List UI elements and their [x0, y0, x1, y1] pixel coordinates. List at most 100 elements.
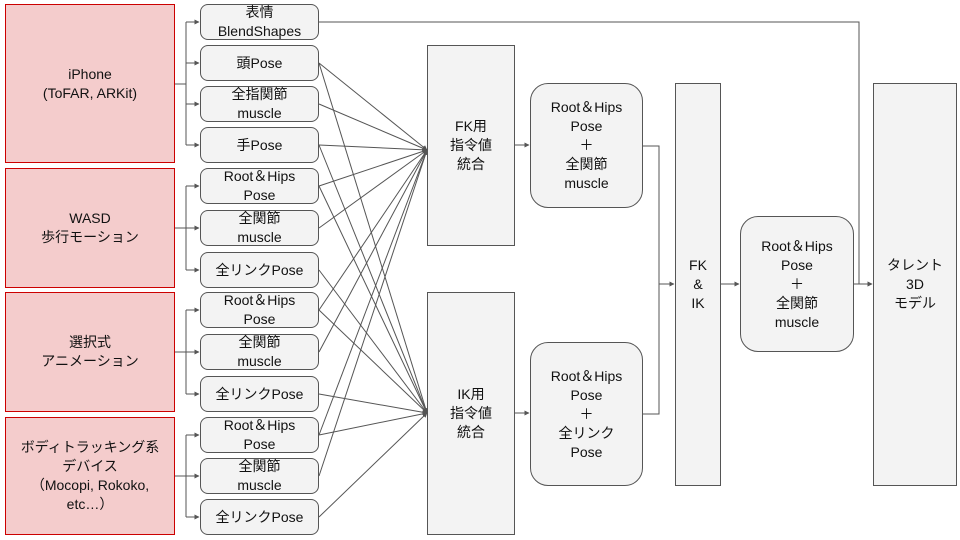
edge-to-fk-2 — [318, 144, 428, 153]
edge-to-fk-1 — [318, 103, 428, 151]
node-finger-muscle-line1: 全指関節 — [231, 86, 288, 102]
node-anim-roothips: Root＆Hips Pose — [200, 292, 319, 328]
source-wasd-line1: WASD — [69, 210, 111, 226]
node-finger-muscle: 全指関節 muscle — [200, 86, 319, 122]
node-anim-roothips-line2: Pose — [243, 311, 276, 327]
ik-result-line3: ＋ — [579, 405, 594, 422]
source-body-line4: etc…） — [66, 496, 114, 512]
ik-result-line2: Pose — [570, 386, 603, 403]
source-body-line1: ボディトラッキング系 — [20, 439, 160, 455]
ik-merge-line1: IK用 — [457, 386, 485, 402]
node-head-pose-label: 頭Pose — [236, 54, 283, 71]
node-wasd-muscle: 全関節 muscle — [200, 210, 319, 246]
node-finger-muscle-line2: muscle — [237, 105, 282, 121]
ik-merge-block: IK用 指令値 統合 — [427, 292, 515, 535]
source-animation-line1: 選択式 — [69, 334, 111, 350]
talent-3d-model: タレント 3D モデル — [873, 83, 957, 486]
edge-to-ik-2 — [318, 185, 428, 414]
node-anim-muscle: 全関節 muscle — [200, 334, 319, 370]
fk-ik-block: FK & IK — [675, 83, 721, 486]
edge-to-fk-6 — [318, 149, 428, 353]
source-iphone: iPhone (ToFAR, ARKit) — [5, 4, 175, 163]
final-pose-line2: Pose — [781, 256, 813, 273]
fk-result-line4: 全関節 — [565, 156, 608, 172]
node-head-pose: 頭Pose — [200, 45, 319, 81]
node-hand-pose: 手Pose — [200, 127, 319, 163]
node-anim-roothips-line1: Root＆Hips — [223, 292, 296, 308]
node-anim-muscle-line1: 全関節 — [238, 334, 281, 350]
talent-model-line1: タレント — [887, 257, 943, 273]
node-body-muscle-line1: 全関節 — [238, 458, 281, 474]
edge-to-ik-4 — [318, 309, 428, 414]
edge-to-ik-3 — [318, 269, 428, 414]
edge-to-ik-5 — [318, 393, 428, 415]
node-wasd-link-label: 全リンクPose — [215, 261, 304, 278]
fk-result-line1: Root＆Hips — [550, 99, 623, 115]
fk-merge-block: FK用 指令値 統合 — [427, 45, 515, 246]
node-anim-link-label: 全リンクPose — [215, 385, 304, 402]
source-animation: 選択式 アニメーション — [5, 292, 175, 412]
talent-model-line2: 3D — [906, 276, 924, 292]
node-blendshapes-line1: 表情 — [245, 4, 274, 20]
node-wasd-muscle-line1: 全関節 — [238, 210, 281, 226]
node-body-muscle-line2: muscle — [237, 477, 282, 493]
edge-to-ik-7 — [318, 412, 428, 518]
node-body-muscle: 全関節 muscle — [200, 458, 319, 494]
source-wasd: WASD 歩行モーション — [5, 168, 175, 288]
fk-merge-line1: FK用 — [455, 118, 487, 134]
edge-to-fk-8 — [318, 149, 428, 477]
fk-ik-line2: & — [693, 276, 703, 292]
node-wasd-link: 全リンクPose — [200, 252, 319, 288]
edge-to-fk-4 — [318, 149, 428, 229]
ik-merge-line2: 指令値 — [450, 405, 492, 421]
source-animation-line2: アニメーション — [41, 353, 139, 369]
final-pose: Root＆Hips Pose ＋ 全関節 muscle — [740, 216, 854, 352]
source-body-line3: （Mocopi, Rokoko, — [30, 477, 150, 493]
edge-to-fk-5 — [318, 149, 428, 311]
ik-merge-line3: 統合 — [457, 424, 485, 440]
source-iphone-line2: (ToFAR, ARKit) — [42, 84, 138, 101]
node-body-roothips: Root＆Hips Pose — [200, 417, 319, 453]
node-wasd-roothips-line1: Root＆Hips — [223, 168, 296, 184]
source-body-tracking: ボディトラッキング系 デバイス （Mocopi, Rokoko, etc…） — [5, 417, 175, 535]
node-wasd-roothips-line2: Pose — [243, 187, 276, 203]
fk-ik-line1: FK — [689, 257, 707, 273]
edge-to-ik-1 — [318, 144, 428, 414]
final-pose-line3: ＋ — [790, 275, 804, 292]
ik-result-line1: Root＆Hips — [550, 367, 623, 384]
fk-result-line2: Pose — [570, 118, 603, 134]
fk-result-line5: muscle — [564, 175, 609, 191]
final-pose-line4: 全関節 — [776, 294, 818, 311]
source-body-line2: デバイス — [62, 458, 118, 474]
edge-to-ik-0 — [318, 62, 429, 414]
node-body-link-label: 全リンクPose — [215, 508, 304, 525]
node-hand-pose-label: 手Pose — [236, 136, 283, 153]
source-iphone-line1: iPhone — [68, 65, 112, 82]
node-blendshapes: 表情 BlendShapes — [200, 4, 319, 40]
edge-to-ik-6 — [318, 411, 428, 436]
ik-result-line4: 全リンク — [558, 424, 615, 441]
node-body-roothips-line2: Pose — [243, 436, 276, 452]
edge-to-fk-3 — [318, 149, 428, 187]
fk-merge-line3: 統合 — [457, 156, 485, 172]
fk-merge-line2: 指令値 — [450, 137, 492, 153]
node-body-roothips-line1: Root＆Hips — [223, 417, 296, 433]
node-wasd-muscle-line2: muscle — [237, 229, 282, 245]
node-wasd-roothips: Root＆Hips Pose — [200, 168, 319, 204]
final-pose-line1: Root＆Hips — [761, 237, 833, 254]
fk-result-line3: ＋ — [579, 137, 594, 153]
node-blendshapes-line2: BlendShapes — [217, 23, 302, 39]
talent-model-line3: モデル — [894, 295, 936, 311]
fk-ik-line3: IK — [691, 295, 705, 311]
node-anim-muscle-line2: muscle — [237, 353, 282, 369]
edge-to-fk-7 — [318, 149, 428, 436]
node-anim-link: 全リンクPose — [200, 376, 319, 412]
source-wasd-line2: 歩行モーション — [41, 229, 139, 245]
ik-result-line5: Pose — [570, 443, 603, 460]
ik-result: Root＆Hips Pose ＋ 全リンク Pose — [530, 342, 643, 486]
final-pose-line5: muscle — [774, 313, 820, 330]
edge-to-fk-0 — [318, 62, 428, 151]
edge-results-join — [643, 145, 660, 415]
edge-blendshapes-to-model — [319, 21, 873, 287]
